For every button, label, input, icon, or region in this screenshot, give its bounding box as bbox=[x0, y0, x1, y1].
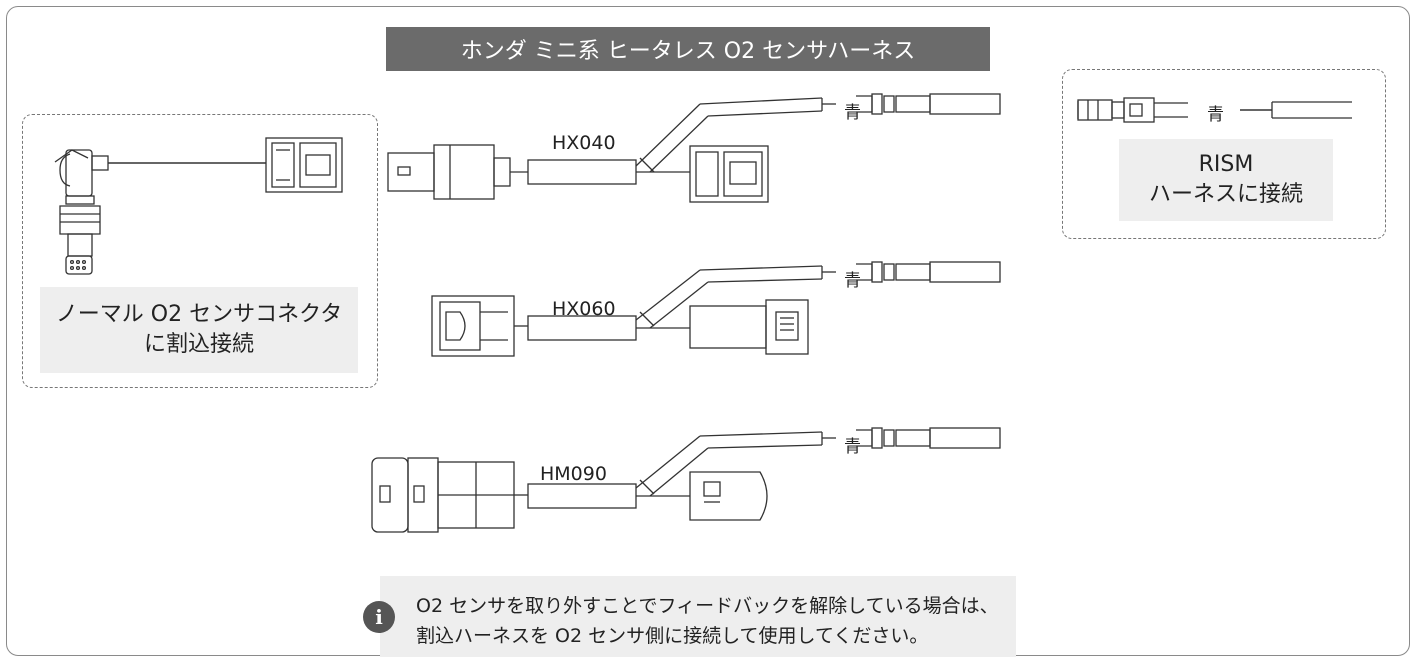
hx040-wire-color-label: 青 bbox=[844, 103, 861, 123]
harness-code-hx060: HX060 bbox=[552, 298, 616, 320]
rism-label-line2: ハーネスに接続 bbox=[1148, 182, 1303, 207]
normal-sensor-panel bbox=[22, 114, 378, 388]
normal-sensor-label: ノーマル O2 センサコネクタ に割込接続 bbox=[40, 287, 358, 373]
note-line1: O2 センサを取り外すことでフィードバックを解除している場合は、 bbox=[416, 595, 999, 617]
info-icon: i bbox=[363, 601, 395, 633]
hm090-drawing bbox=[371, 427, 1001, 533]
rism-label: RISM ハーネスに接続 bbox=[1119, 139, 1333, 221]
hx040-drawing bbox=[387, 93, 1001, 203]
note-text: O2 センサを取り外すことでフィードバックを解除している場合は、 割込ハーネスを… bbox=[416, 591, 999, 651]
title-text: ホンダ ミニ系 ヒータレス O2 センサハーネス bbox=[460, 39, 916, 64]
note-line2: 割込ハーネスを O2 センサ側に接続して使用してください。 bbox=[416, 625, 929, 647]
rism-panel bbox=[1062, 69, 1386, 239]
hx060-drawing bbox=[431, 261, 1001, 357]
normal-sensor-label-line1: ノーマル O2 センサコネクタ bbox=[55, 302, 343, 327]
hm090-wire-color-label: 青 bbox=[844, 437, 861, 457]
rism-wire-color-label: 青 bbox=[1207, 105, 1224, 125]
normal-sensor-label-line2: に割込接続 bbox=[143, 332, 254, 357]
normal-connector-drawing bbox=[265, 137, 343, 193]
harness-code-hm090: HM090 bbox=[540, 463, 607, 485]
info-icon-glyph: i bbox=[375, 605, 383, 629]
o2-sensor-drawing bbox=[54, 149, 266, 275]
rism-connector-drawing bbox=[1077, 97, 1352, 123]
hx060-wire-color-label: 青 bbox=[844, 271, 861, 291]
title-banner: ホンダ ミニ系 ヒータレス O2 センサハーネス bbox=[386, 27, 990, 71]
note-box bbox=[380, 576, 1016, 657]
rism-label-line1: RISM bbox=[1198, 152, 1254, 177]
harness-code-hx040: HX040 bbox=[552, 132, 616, 154]
